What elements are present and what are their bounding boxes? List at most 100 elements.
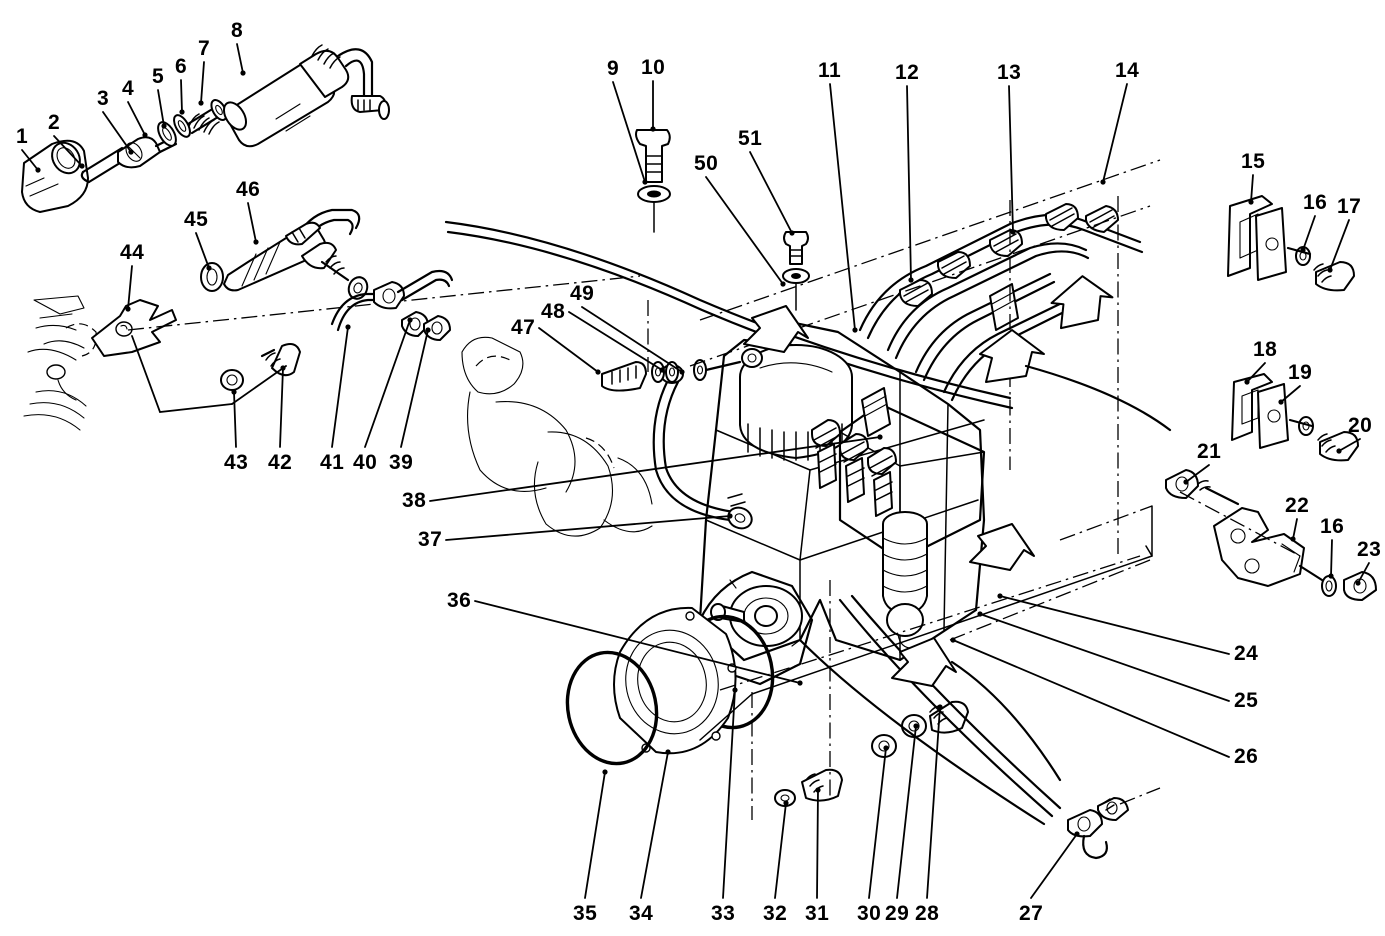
leader-tip-30 — [883, 745, 889, 751]
callout-15: 15 — [1241, 150, 1266, 173]
leader-tip-36 — [797, 680, 803, 686]
callout-44: 44 — [120, 241, 145, 264]
leader-tip-27 — [1074, 831, 1080, 837]
callout-4: 4 — [122, 77, 135, 100]
leader-tip-33 — [732, 687, 738, 693]
leader-tip-48 — [659, 367, 665, 373]
part-45-sealing-ring — [200, 262, 224, 292]
fastener-47-49 — [601, 300, 763, 392]
leader-tip-37 — [727, 513, 733, 519]
callout-29: 29 — [885, 902, 910, 925]
callout-32: 32 — [763, 902, 788, 925]
leader-line-36 — [474, 600, 801, 684]
callout-48: 48 — [541, 300, 566, 323]
leader-tip-42 — [280, 365, 286, 371]
leader-line-12 — [906, 85, 912, 281]
leader-line-16 — [1330, 539, 1333, 577]
callout-16: 16 — [1303, 191, 1328, 214]
callout-33: 33 — [711, 902, 736, 925]
leader-tip-17 — [1327, 267, 1333, 273]
leader-tip-29 — [913, 723, 919, 729]
leader-tip-41 — [345, 324, 351, 330]
leader-tip-23 — [1355, 580, 1361, 586]
callout-19: 19 — [1288, 361, 1313, 384]
part-6-pressure-spring — [186, 106, 220, 135]
part-40-union-nut — [373, 269, 454, 310]
leader-line-39 — [400, 329, 429, 448]
callout-11: 11 — [818, 59, 842, 82]
leader-line-27 — [1030, 833, 1078, 899]
leader-tip-2 — [79, 163, 85, 169]
callout-34: 34 — [629, 902, 654, 925]
leader-line-26 — [952, 639, 1230, 758]
leader-line-29 — [896, 725, 917, 899]
leader-line-20 — [1338, 438, 1361, 452]
clamp-hardware-right — [1165, 195, 1377, 601]
callout-39: 39 — [389, 451, 414, 474]
leader-tip-47 — [595, 369, 601, 375]
callout-40: 40 — [353, 451, 378, 474]
callout-36: 36 — [447, 589, 472, 612]
leader-line-34 — [640, 751, 669, 899]
leader-tip-5 — [161, 123, 167, 129]
leader-line-21 — [1185, 464, 1210, 483]
leader-tip-6 — [179, 109, 185, 115]
leader-line-37 — [445, 515, 731, 541]
callout-22: 22 — [1285, 494, 1310, 517]
leader-line-43 — [233, 391, 237, 448]
fastener-9-10 — [635, 129, 671, 233]
leader-tip-22 — [1290, 536, 1296, 542]
callout-25: 25 — [1234, 689, 1259, 712]
leader-tip-35 — [602, 769, 608, 775]
part-8-injector-holder — [222, 44, 390, 148]
callout-9: 9 — [607, 57, 620, 80]
governor-bellows — [882, 511, 928, 649]
callout-47: 47 — [511, 316, 536, 339]
leader-line-9 — [612, 81, 646, 183]
leader-tip-43 — [231, 389, 237, 395]
leader-tip-15 — [1248, 199, 1254, 205]
leader-line-18 — [1246, 362, 1266, 383]
callout-2: 2 — [48, 111, 61, 134]
leader-tip-34 — [665, 749, 671, 755]
callout-27: 27 — [1019, 902, 1044, 925]
leader-tip-12 — [908, 277, 914, 283]
leader-line-15 — [1250, 174, 1254, 203]
injector-assembly-group — [21, 44, 390, 213]
callout-8: 8 — [231, 19, 244, 42]
callout-13: 13 — [997, 61, 1022, 84]
leader-line-40 — [364, 319, 411, 448]
callout-17: 17 — [1337, 195, 1362, 218]
callout-37: 37 — [418, 528, 443, 551]
callout-14: 14 — [1115, 59, 1140, 82]
leader-line-2 — [53, 135, 83, 167]
leader-line-24 — [999, 595, 1230, 655]
callout-3: 3 — [97, 87, 110, 110]
leader-line-42 — [279, 367, 284, 448]
leader-line-41 — [331, 326, 349, 448]
callout-24: 24 — [1234, 642, 1259, 665]
leader-tip-11 — [852, 327, 858, 333]
leader-tip-10 — [650, 126, 656, 132]
leader-tip-46 — [253, 239, 259, 245]
callout-35: 35 — [573, 902, 598, 925]
leader-line-7 — [200, 61, 205, 104]
leader-tip-25 — [977, 611, 983, 617]
callout-12: 12 — [895, 61, 920, 84]
callout-49: 49 — [570, 282, 595, 305]
leader-line-19 — [1280, 385, 1301, 403]
leader-tip-20 — [1336, 448, 1342, 454]
part-46-delivery-assembly — [223, 208, 369, 300]
leader-tip-3 — [128, 149, 134, 155]
leader-line-35 — [584, 771, 606, 899]
leader-line-14 — [1102, 83, 1128, 183]
leader-tip-39 — [425, 327, 431, 333]
callout-20: 20 — [1348, 414, 1373, 437]
part-1-nozzle-sleeve — [21, 139, 89, 213]
cylinder-head-outline — [461, 336, 653, 537]
leader-line-16 — [1302, 215, 1316, 251]
leader-line-8 — [236, 43, 244, 74]
callout-18: 18 — [1253, 338, 1278, 361]
leader-line-6 — [180, 79, 183, 113]
